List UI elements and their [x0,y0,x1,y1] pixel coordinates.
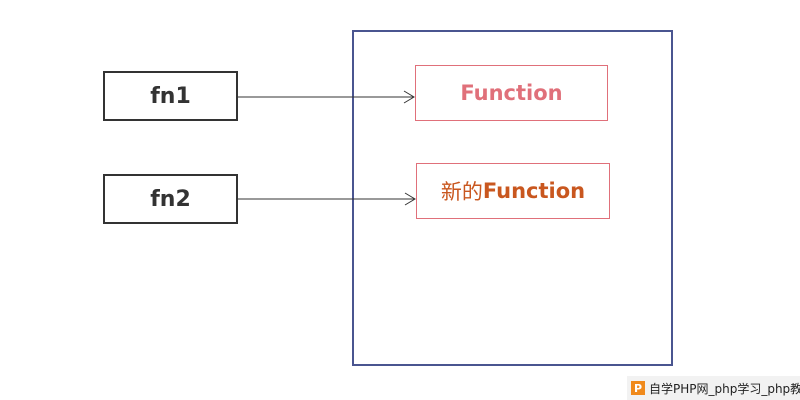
arrow-fn1-to-function [238,90,415,104]
fn1-variable-box: fn1 [103,71,238,121]
arrow-fn1-head [403,90,415,104]
heap-container [352,30,673,366]
new-function-prefix: 新的 [440,180,483,204]
watermark-text: 自学PHP网_php学习_php教 [649,381,800,396]
fn2-label: fn2 [150,186,191,212]
php-logo-icon: P [631,381,645,395]
fn2-variable-box: fn2 [103,174,238,224]
arrow-fn2-head [404,192,416,206]
new-function-label: Function [482,179,586,203]
function-object-box: Function [415,65,608,121]
function-object-label: Function [460,81,563,105]
site-watermark: P 自学PHP网_php学习_php教 [627,376,800,400]
arrow-fn2-to-new-function [238,192,416,206]
fn1-label: fn1 [150,83,191,109]
